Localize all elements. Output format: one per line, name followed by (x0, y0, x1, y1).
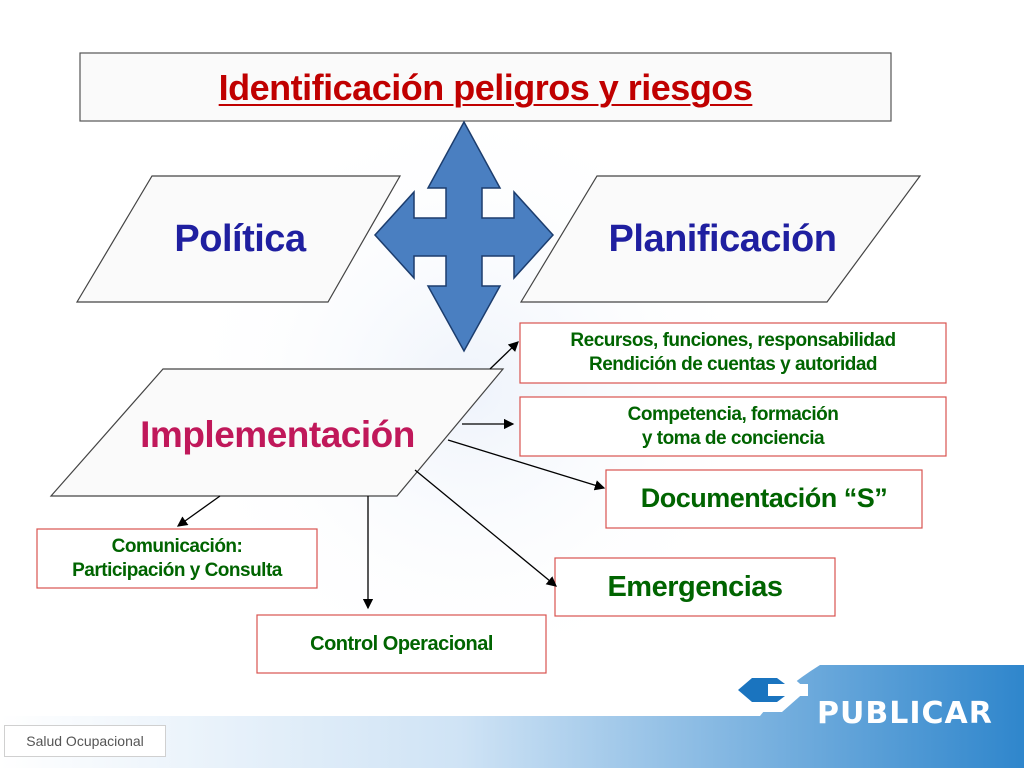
documentacion-text: Documentación “S” (640, 483, 888, 514)
competencia-text: Competencia, formación y toma de concien… (520, 397, 946, 456)
four-way-arrow-icon (373, 120, 555, 353)
arrow-to-recursos (489, 341, 519, 370)
emergencias-box (554, 557, 836, 617)
implementacion-shape (49, 368, 505, 497)
comunicacion-text: Comunicación: Participación y Consulta (37, 529, 317, 588)
footer-band (0, 665, 1024, 768)
comunicacion-line-2: Participación y Consulta (72, 559, 282, 581)
arrow-to-documentacion (447, 439, 606, 491)
recursos-text: Recursos, funciones, responsabilidad Ren… (520, 323, 946, 383)
arrow-to-emergencias (414, 469, 558, 587)
planificacion-label: Planificación (608, 218, 837, 261)
competencia-line-2: y toma de conciencia (641, 427, 825, 449)
recursos-box (519, 322, 947, 384)
documentacion-box (605, 469, 923, 529)
control-text: Control Operacional (310, 632, 493, 655)
logo-notch-icon (768, 684, 808, 696)
planificacion-shape (519, 175, 922, 303)
arrow-to-comunicacion (176, 495, 221, 527)
logo-wordmark: PUBLICAR (817, 695, 993, 731)
footer-label: Salud Ocupacional (4, 725, 166, 757)
recursos-line-1: Recursos, funciones, responsabilidad (570, 330, 896, 352)
implementacion-label: Implementación (140, 413, 415, 455)
control-box (256, 614, 547, 674)
title-box (79, 52, 892, 122)
competencia-line-1: Competencia, formación (627, 403, 839, 425)
page-title: Identificación peligros y riesgos (218, 66, 753, 108)
comunicacion-box (36, 528, 318, 589)
recursos-line-2: Rendición de cuentas y autoridad (588, 354, 878, 375)
emergencias-text: Emergencias (607, 570, 783, 603)
politica-shape (75, 175, 402, 303)
competencia-box (519, 396, 947, 457)
politica-label: Política (174, 218, 306, 261)
comunicacion-line-1: Comunicación: (111, 535, 243, 557)
